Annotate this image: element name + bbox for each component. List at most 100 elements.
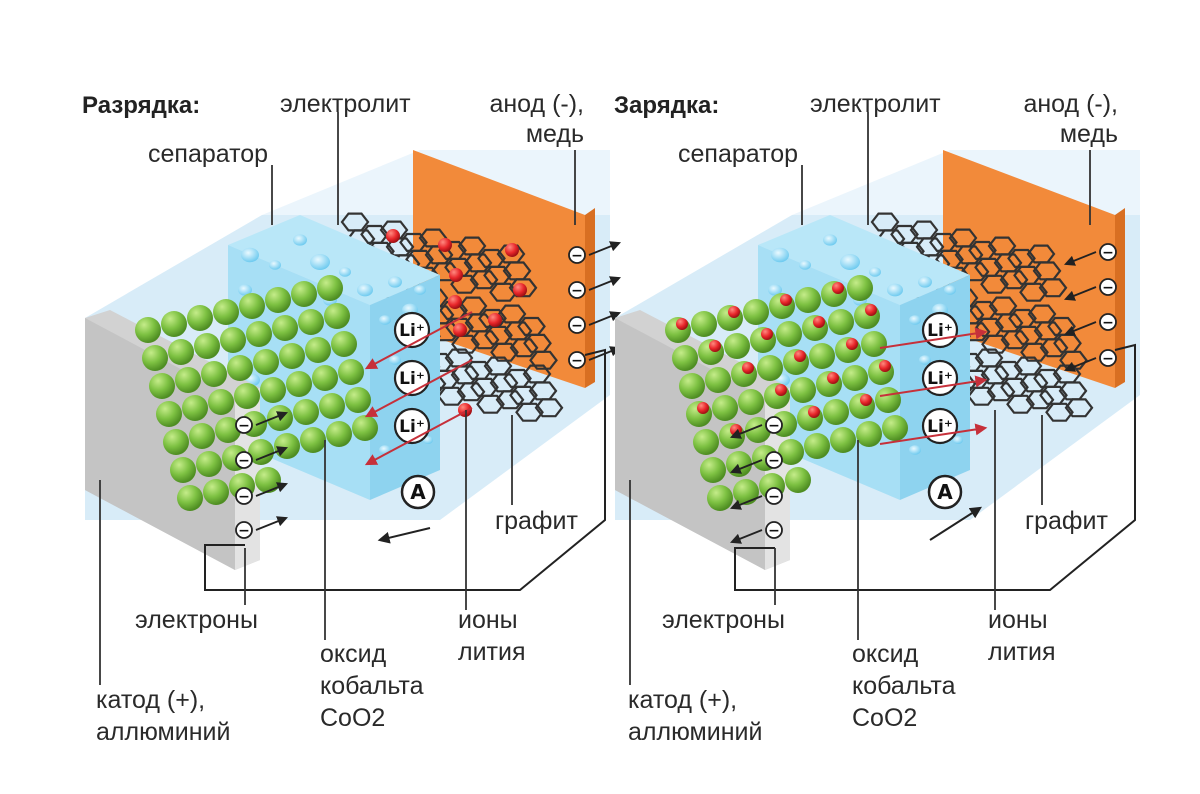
label-cathode-line1: катод (+), <box>628 686 738 714</box>
separator-pore <box>389 355 401 365</box>
cobalt-oxide-ball <box>187 305 213 331</box>
svg-text:−: − <box>1102 315 1114 331</box>
label-ions-line1: ионы <box>458 606 518 634</box>
separator-pore <box>357 283 373 297</box>
separator-pore <box>823 234 837 246</box>
lithium-ion-dot <box>488 313 502 327</box>
cobalt-oxide-ball <box>220 327 246 353</box>
graphite-hex <box>476 394 505 414</box>
cobalt-oxide-ball <box>830 427 856 453</box>
cobalt-oxide-ball <box>700 457 726 483</box>
cobalt-oxide-ball <box>267 405 293 431</box>
svg-text:−: − <box>571 353 583 369</box>
lithium-ion-badges: Li⁺ Li⁺ Li⁺ <box>879 311 988 445</box>
lithium-ion-dot <box>832 282 844 294</box>
svg-text:Li⁺: Li⁺ <box>399 369 425 389</box>
cobalt-oxide-ball <box>743 299 769 325</box>
electron-badge: − <box>568 311 622 334</box>
label-anode-line2: медь <box>1059 120 1118 148</box>
svg-text:−: − <box>768 489 780 505</box>
cobalt-oxide-ball <box>785 467 811 493</box>
cobalt-oxide-ball <box>352 415 378 441</box>
cobalt-oxide-ball <box>745 417 771 443</box>
separator-pore <box>414 285 426 295</box>
svg-text:−: − <box>238 453 250 469</box>
leader-lines <box>629 112 1091 685</box>
cobalt-oxide-ball <box>331 331 357 357</box>
cobalt-oxide-ball <box>875 387 901 413</box>
lithium-ion-dot <box>448 295 462 309</box>
cathode-electrons: −−−− <box>729 416 783 544</box>
cobalt-oxide-ball <box>724 333 750 359</box>
label-ions-line1: ионы <box>988 606 1048 634</box>
graphite-hex <box>1000 330 1030 350</box>
label-electrons: электроны <box>135 606 258 634</box>
panel-title-charge: Зарядка: <box>614 92 720 119</box>
cobalt-oxide-ball <box>338 359 364 385</box>
cobalt-oxide-ball <box>324 303 350 329</box>
cobalt-oxide-ball <box>693 429 719 455</box>
label-oxide-line1: оксид <box>320 640 387 668</box>
svg-text:Li⁺: Li⁺ <box>927 369 953 389</box>
label-cathode-line2: аллюминий <box>628 718 763 746</box>
label-separator: сепаратор <box>678 140 799 168</box>
graphite-hex <box>1064 398 1094 418</box>
cobalt-oxide-ball <box>161 311 187 337</box>
cobalt-oxide-ball <box>726 451 752 477</box>
graphite-hex <box>509 338 539 358</box>
electron-badge: − <box>729 521 783 544</box>
svg-text:A: A <box>410 480 426 504</box>
cobalt-oxide-ball <box>142 345 168 371</box>
svg-text:−: − <box>768 523 780 539</box>
cobalt-oxide-ball <box>213 299 239 325</box>
label-cathode-line1: катод (+), <box>96 686 206 714</box>
lithium-ion-dot <box>813 316 825 328</box>
label-oxide-line3: CoO2 <box>852 704 918 732</box>
label-oxide-line2: кобальта <box>852 672 956 700</box>
cobalt-oxide-ball <box>201 361 227 387</box>
cobalt-oxide-ball <box>248 439 274 465</box>
separator-pore <box>771 247 789 263</box>
svg-text:−: − <box>238 489 250 505</box>
lithium-ion-dot <box>449 268 463 282</box>
electron-badge: − <box>729 416 783 439</box>
cobalt-oxide-ball <box>738 389 764 415</box>
label-graphite: графит <box>1025 507 1108 535</box>
label-oxide-line3: CoO2 <box>320 704 386 732</box>
graphite-hex <box>450 274 479 294</box>
cobalt-oxide-ball <box>291 281 317 307</box>
lithium-ion-dot <box>860 394 872 406</box>
graphite-hex <box>1039 338 1069 358</box>
cobalt-oxide-ball <box>149 373 175 399</box>
li-ion-badge: Li⁺ <box>879 311 988 349</box>
cobalt-oxide-ball <box>861 331 887 357</box>
li-ion-badge: Li⁺ <box>879 407 988 445</box>
lithium-ion-dot <box>709 340 721 352</box>
ammeter: A <box>400 474 436 510</box>
electron-badge: − <box>1063 243 1117 266</box>
label-ions-line2: лития <box>458 638 526 666</box>
cobalt-oxide-ball <box>234 383 260 409</box>
leader-lines <box>99 112 576 685</box>
label-electrolyte: электролит <box>280 90 411 118</box>
separator-pore <box>310 254 330 270</box>
label-ions-line2: лития <box>988 638 1056 666</box>
separator-pore <box>918 276 932 288</box>
li-ion-badge: Li⁺ <box>879 359 988 397</box>
graphite-hex <box>470 330 500 350</box>
lithium-ion-dot <box>697 402 709 414</box>
discharge-panel: A −−−− −−−− Li⁺Li⁺Li⁺ <box>85 112 622 685</box>
label-electrolyte: электролит <box>810 90 941 118</box>
graphite-hex <box>1038 278 1068 298</box>
graphite-hex <box>1059 350 1088 370</box>
cobalt-oxide-ball <box>842 365 868 391</box>
svg-text:−: − <box>571 318 583 334</box>
cobalt-oxide-ball <box>672 345 698 371</box>
graphite-hex <box>1006 394 1035 414</box>
label-anode-line1: анод (-), <box>1023 90 1118 118</box>
cobalt-oxide-ball <box>733 479 759 505</box>
electron-badge: − <box>568 346 622 369</box>
graphite-hex <box>495 390 525 410</box>
li-ion-badge: Li⁺ <box>364 311 473 370</box>
cobalt-oxide-ball <box>312 365 338 391</box>
